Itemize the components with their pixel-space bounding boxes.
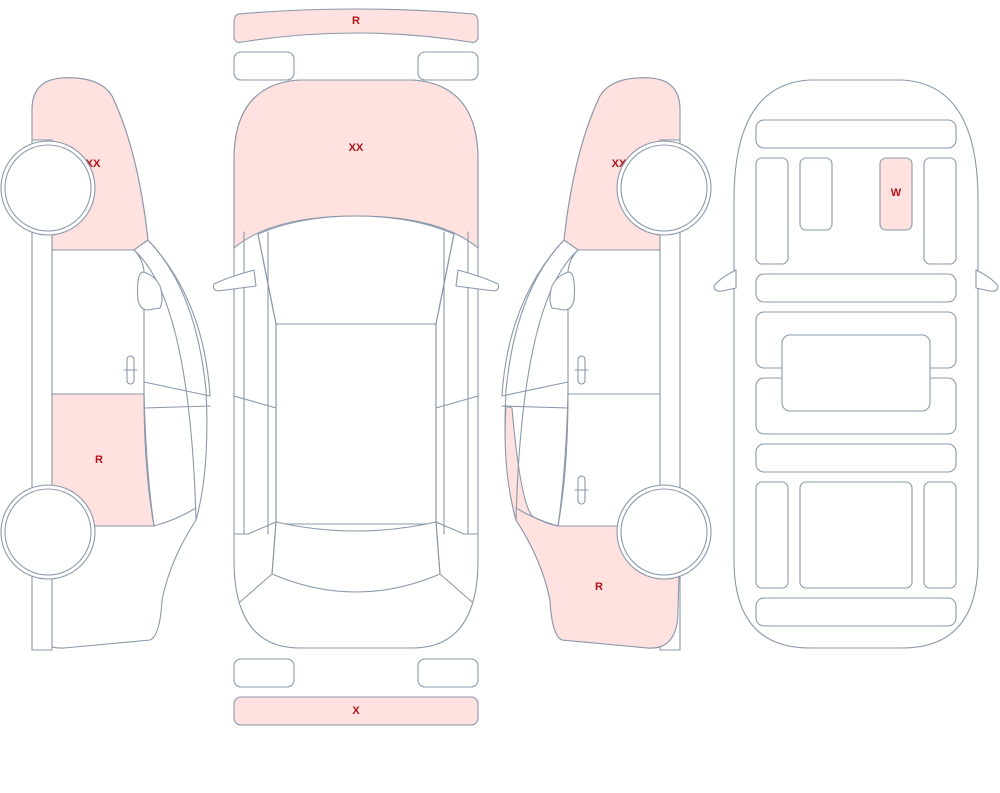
right-rear-lower [515, 393, 569, 527]
rear-seat-back[interactable] [755, 443, 957, 473]
right-front-wheel[interactable] [620, 144, 708, 232]
windshield[interactable] [271, 521, 441, 593]
right-mirror-top[interactable] [455, 269, 500, 292]
rear-left-light[interactable] [233, 51, 295, 81]
cargo-floor[interactable] [799, 481, 913, 589]
right-rear-wheel[interactable] [620, 488, 708, 576]
right-window-line [501, 239, 579, 521]
left-mirror-line [143, 381, 211, 409]
top-view: R XX X [212, 8, 500, 726]
left-front-wheel[interactable] [4, 488, 92, 576]
interior-right-mirror[interactable] [975, 269, 999, 292]
left-rear-wheel[interactable] [4, 144, 92, 232]
rear-window[interactable] [257, 215, 455, 325]
left-pillar [233, 395, 277, 535]
center-console[interactable] [781, 334, 931, 412]
right-rear-quarter-mark: R [595, 581, 603, 593]
front-bumper-panel[interactable] [233, 696, 479, 726]
rear-bumper-panel[interactable] [233, 8, 479, 44]
left-side-mirror[interactable] [136, 271, 163, 311]
left-rear-door-trim[interactable] [755, 481, 789, 589]
roof-panel[interactable] [275, 323, 437, 525]
driver-seat[interactable] [799, 157, 833, 231]
interior-left-mirror[interactable] [713, 269, 737, 292]
right-mirror-line [501, 381, 569, 409]
rear-bumper-mark: R [352, 15, 360, 27]
dashboard[interactable] [755, 119, 957, 149]
front-bumper-mark: X [352, 705, 360, 717]
right-front-door-trim[interactable] [923, 157, 957, 265]
front-right-light[interactable] [417, 658, 479, 688]
right-side-mirror[interactable] [549, 271, 576, 311]
left-front-lower [143, 393, 197, 527]
front-left-light[interactable] [233, 658, 295, 688]
right-pillar [435, 395, 479, 535]
right-side-view: XX R [501, 77, 712, 651]
left-window-line [133, 239, 211, 521]
passenger-seat[interactable] [879, 157, 913, 231]
rear-shelf[interactable] [755, 597, 957, 627]
left-front-door-mark: R [95, 454, 103, 466]
left-mirror-top[interactable] [212, 269, 257, 292]
right-rear-door-trim[interactable] [923, 481, 957, 589]
front-seat-backs[interactable] [755, 273, 957, 303]
passenger-seat-mark: W [891, 187, 902, 199]
trunk-mark: XX [349, 142, 364, 154]
interior-view: W [713, 79, 999, 649]
left-front-door-trim[interactable] [755, 157, 789, 265]
left-side-view: XX R [0, 77, 211, 651]
rear-right-light[interactable] [417, 51, 479, 81]
